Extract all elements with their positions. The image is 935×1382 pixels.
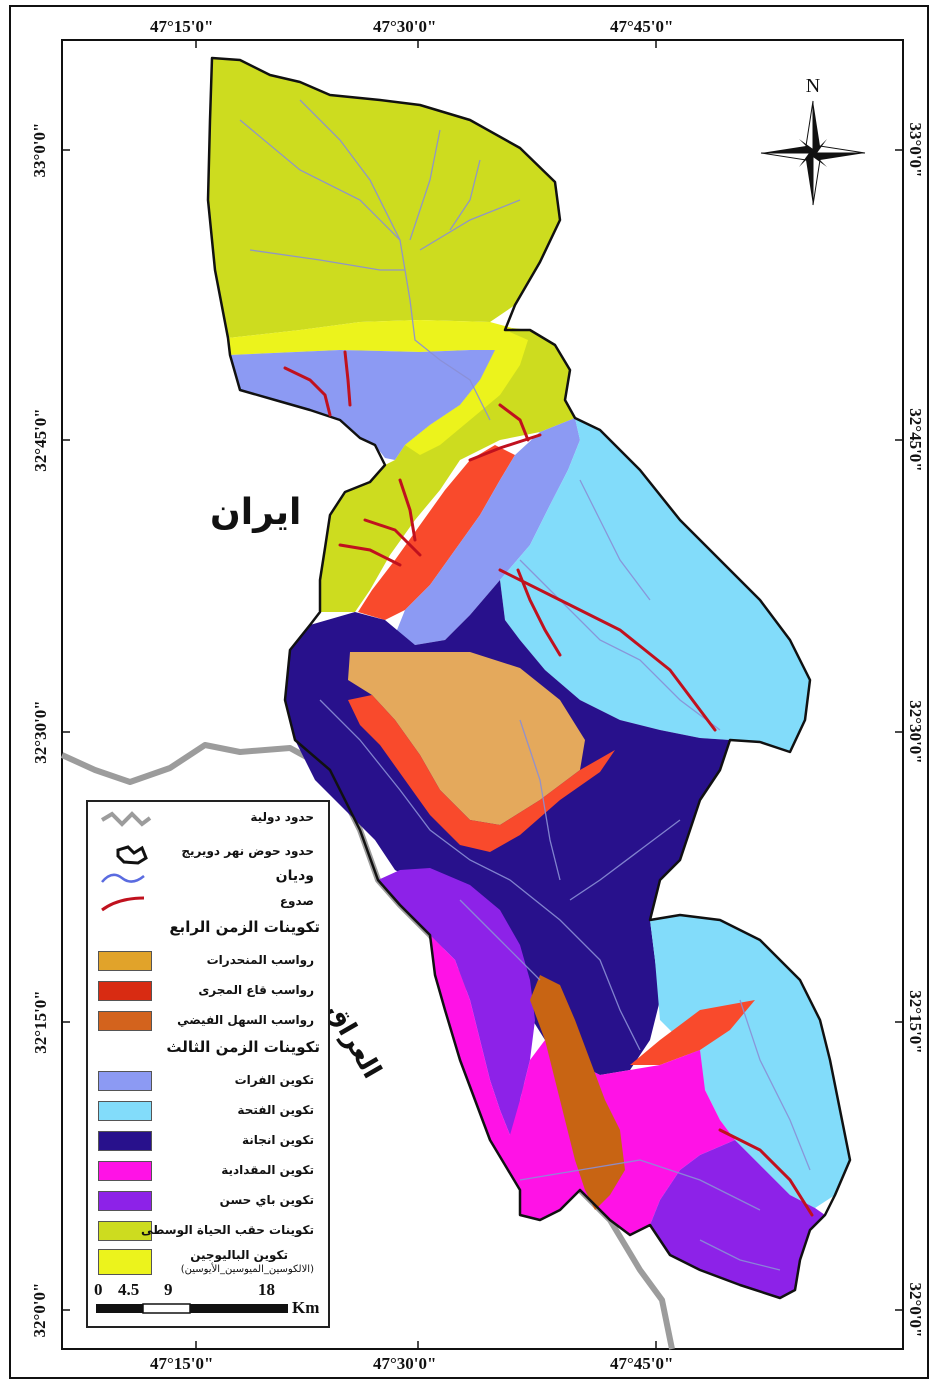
legend: حدود دولية حدود حوض نهر دويريج وديان صدو…	[86, 800, 330, 1328]
valley-network	[239, 99, 811, 1271]
legend-row-valley: وديان	[94, 868, 322, 890]
legend-row-basin: حدود حوض نهر دويريج	[94, 844, 322, 866]
legend-row-tertiary: تكوين الفتحة	[94, 1098, 322, 1121]
legend-label: تكوين الباليوجين	[190, 1248, 288, 1262]
bottom-longitude-2: 47°30'0"	[373, 1354, 437, 1373]
bottom-longitude-1: 47°15'0"	[150, 1354, 214, 1373]
top-longitude-3: 47°45'0"	[610, 17, 674, 36]
legend-label: تكوين انجانة	[241, 1133, 314, 1147]
scale-unit: Km	[292, 1298, 320, 1317]
unit-bed-deposit-south	[348, 695, 615, 852]
legend-row-tertiary: تكوين باي حسن	[94, 1188, 322, 1211]
legend-label: حدود دولية	[250, 810, 314, 824]
swatch	[98, 1101, 152, 1121]
right-latitude-2: 32°45'0"	[906, 408, 925, 472]
left-latitude-4: 32°15'0"	[31, 990, 50, 1054]
legend-label: حدود حوض نهر دويريج	[181, 844, 314, 858]
scale-tick-9: 9	[164, 1280, 173, 1299]
legend-label: وديان	[275, 868, 314, 884]
legend-row-quaternary: رواسب السهل الفيضي	[94, 1008, 322, 1031]
north-label: N	[806, 75, 820, 97]
north-arrow	[760, 100, 866, 206]
swatch	[98, 1011, 152, 1031]
bottom-longitude-3: 47°45'0"	[610, 1354, 674, 1373]
legend-label: صدوع	[279, 894, 314, 908]
swatch	[98, 951, 152, 971]
legend-label: رواسب المنحدرات	[206, 953, 314, 967]
unit-euphrates-mid	[395, 418, 580, 645]
swatch	[98, 981, 152, 1001]
scale-tick-18: 18	[258, 1280, 275, 1299]
left-latitude-1: 33°0'0"	[30, 122, 49, 178]
legend-row-tertiary: تكوين انجانة	[94, 1128, 322, 1151]
fault-lines	[283, 350, 814, 1217]
legend-label: تكوينات حقب الحياة الوسطى	[140, 1223, 314, 1237]
left-latitude-5: 32°0'0"	[30, 1282, 49, 1338]
unit-paleogene-band	[228, 320, 512, 355]
right-latitude-3: 32°30'0"	[906, 700, 925, 764]
unit-floodplain	[530, 975, 625, 1210]
left-latitude-2: 32°45'0"	[31, 408, 50, 472]
swatch	[98, 1071, 152, 1091]
graticule-ticks	[62, 40, 903, 1349]
swatch	[98, 1161, 152, 1181]
legend-row-fault: صدوع	[94, 894, 322, 916]
swatch	[98, 1249, 152, 1275]
unit-bed-deposit-east	[630, 1000, 755, 1065]
legend-row-border: حدود دولية	[94, 810, 322, 832]
valley-symbol-icon	[101, 873, 145, 883]
unit-fatha-east	[500, 418, 810, 752]
legend-label: رواسب السهل الفيضي	[177, 1013, 314, 1027]
unit-bed-deposit-north	[358, 445, 515, 620]
unit-mesozoic-north	[208, 58, 560, 338]
right-latitude-1: 33°0'0"	[906, 122, 925, 178]
basin-outline-icon	[116, 845, 148, 865]
outer-border	[9, 5, 929, 1379]
legend-row-tertiary: تكوينات حقب الحياة الوسطى	[94, 1218, 322, 1241]
label-iran: ايران	[210, 492, 302, 533]
quaternary-heading: تكوينات الزمن الرابع	[169, 918, 320, 936]
legend-row-tertiary: تكوين الباليوجين (الالكوسين_الميوسين_الأ…	[94, 1246, 322, 1280]
scale-tick-0: 0	[94, 1280, 103, 1299]
tertiary-heading: تكوينات الزمن الثالث	[166, 1038, 320, 1056]
right-latitude-4: 32°15'0"	[906, 990, 925, 1054]
swatch	[98, 1131, 152, 1151]
basin-boundary	[206, 56, 852, 1300]
top-longitude-2: 47°30'0"	[373, 17, 437, 36]
legend-row-tertiary: تكوين الفرات	[94, 1068, 322, 1091]
unit-bai-hassan-south	[650, 1140, 825, 1298]
unit-paleogene-strip	[405, 330, 528, 455]
swatch	[98, 1221, 152, 1241]
left-latitude-3: 32°30'0"	[31, 700, 50, 764]
scale-tick-4-5: 4.5	[118, 1280, 140, 1299]
legend-label: رواسب قاع المجرى	[198, 983, 314, 997]
legend-label: تكوين المقدادية	[221, 1163, 314, 1177]
unit-slope-deposit	[348, 652, 585, 825]
unit-mesozoic-mid	[320, 328, 575, 612]
right-latitude-5: 32°0'0"	[906, 1282, 925, 1338]
border-symbol-icon	[100, 811, 152, 827]
swatch	[98, 1191, 152, 1211]
legend-row-quaternary: رواسب المنحدرات	[94, 948, 322, 971]
legend-sublabel: (الالكوسين_الميوسين_الأيوسين)	[180, 1264, 314, 1275]
legend-row-quaternary: رواسب قاع المجرى	[94, 978, 322, 1001]
legend-label: تكوين الفتحة	[237, 1103, 314, 1117]
unit-fatha-southeast	[650, 915, 850, 1208]
top-longitude-1: 47°15'0"	[150, 17, 214, 36]
legend-row-tertiary: تكوين المقدادية	[94, 1158, 322, 1181]
legend-label: تكوين باي حسن	[219, 1193, 314, 1207]
scale-bar	[96, 1303, 288, 1314]
unit-bai-hassan-west	[378, 868, 535, 1135]
fault-symbol-icon	[101, 896, 145, 912]
legend-label: تكوين الفرات	[234, 1073, 314, 1087]
